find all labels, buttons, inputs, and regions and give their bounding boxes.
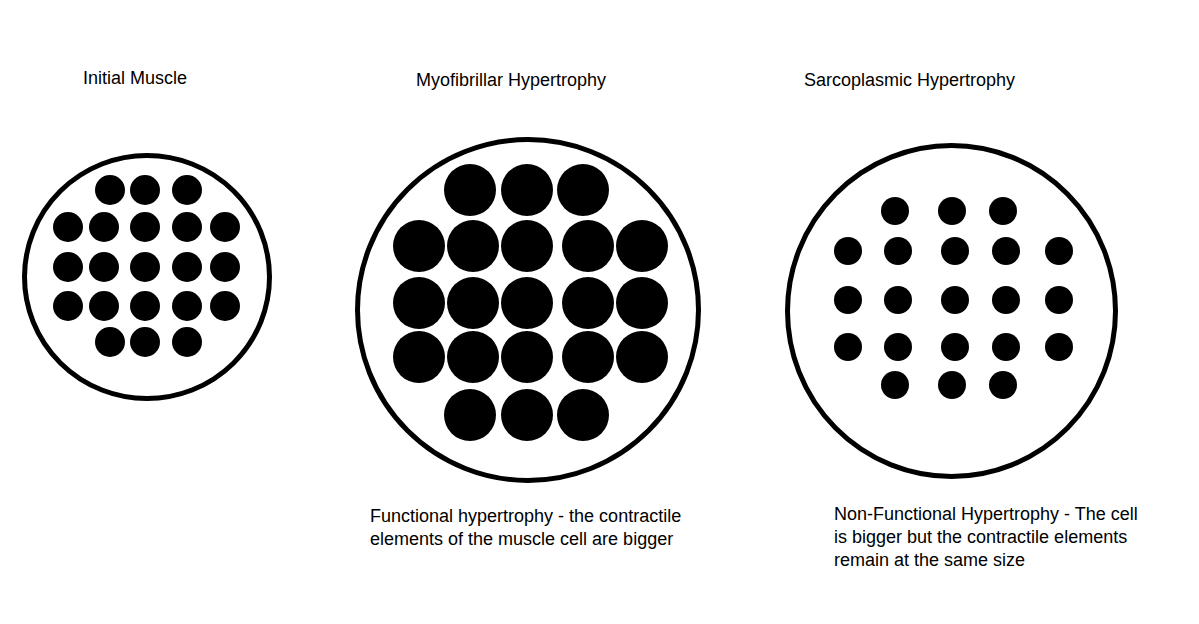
myofibril-dot: [95, 175, 125, 205]
muscle-cell: Sarcoplasmic HypertrophyNon-Functional H…: [785, 143, 1118, 479]
myofibril-dot: [172, 291, 202, 321]
myofibril-dot: [941, 286, 969, 314]
myofibril-dot: [1045, 333, 1073, 361]
myofibril-dot: [444, 164, 496, 216]
myofibril-dot: [992, 286, 1020, 314]
myofibril-dot: [834, 286, 862, 314]
myofibril-dot: [562, 331, 614, 383]
myofibril-dot: [557, 389, 609, 441]
myofibril-dot: [992, 237, 1020, 265]
myofibril-dot: [557, 164, 609, 216]
myofibril-dot: [501, 277, 553, 329]
myofibril-dot: [447, 331, 499, 383]
cell-outline: [785, 143, 1118, 479]
myofibril-dot: [210, 252, 240, 282]
myofibril-dot: [1045, 286, 1073, 314]
myofibril-dot: [447, 220, 499, 272]
myofibril-dot: [53, 291, 83, 321]
cell-title: Initial Muscle: [83, 67, 187, 90]
cell-outline: [22, 153, 272, 401]
cell-outline: [355, 137, 701, 483]
myofibril-dot: [53, 252, 83, 282]
myofibril-dot: [95, 327, 125, 357]
muscle-cell: Initial Muscle: [22, 153, 272, 401]
myofibril-dot: [210, 212, 240, 242]
myofibril-dot: [989, 371, 1017, 399]
myofibril-dot: [130, 212, 160, 242]
myofibril-dot: [992, 333, 1020, 361]
myofibril-dot: [562, 220, 614, 272]
myofibril-dot: [834, 237, 862, 265]
myofibril-dot: [130, 175, 160, 205]
myofibril-dot: [130, 291, 160, 321]
myofibril-dot: [501, 331, 553, 383]
myofibril-dot: [881, 371, 909, 399]
cell-title: Sarcoplasmic Hypertrophy: [804, 69, 1015, 92]
myofibril-dot: [562, 277, 614, 329]
myofibril-dot: [501, 389, 553, 441]
cell-membrane: [25, 156, 270, 399]
myofibril-dot: [616, 220, 668, 272]
myofibril-dot: [884, 286, 912, 314]
myofibril-dot: [89, 252, 119, 282]
myofibril-dot: [53, 212, 83, 242]
myofibril-dot: [393, 331, 445, 383]
myofibril-dot: [938, 197, 966, 225]
myofibril-dot: [130, 252, 160, 282]
myofibril-dot: [941, 333, 969, 361]
myofibril-dot: [444, 389, 496, 441]
myofibril-dot: [89, 291, 119, 321]
cell-caption: Non-Functional Hypertrophy - The cell is…: [834, 503, 1154, 572]
muscle-cell: Myofibrillar HypertrophyFunctional hyper…: [355, 137, 701, 483]
myofibril-dot: [616, 277, 668, 329]
myofibril-dot: [501, 220, 553, 272]
myofibril-dot: [172, 327, 202, 357]
myofibril-dot: [210, 291, 240, 321]
myofibril-dot: [989, 197, 1017, 225]
myofibril-dot: [130, 327, 160, 357]
myofibril-dot: [393, 220, 445, 272]
myofibril-dot: [881, 197, 909, 225]
myofibril-dot: [501, 164, 553, 216]
cell-membrane: [358, 140, 699, 481]
myofibril-dot: [393, 277, 445, 329]
cell-caption: Functional hypertrophy - the contractile…: [370, 505, 742, 551]
cell-membrane: [788, 146, 1116, 477]
myofibril-dot: [1045, 237, 1073, 265]
myofibril-dot: [884, 237, 912, 265]
myofibril-dot: [941, 237, 969, 265]
myofibril-dot: [172, 212, 202, 242]
myofibril-dot: [172, 252, 202, 282]
myofibril-dot: [884, 333, 912, 361]
myofibril-dot: [938, 371, 966, 399]
cell-title: Myofibrillar Hypertrophy: [416, 69, 606, 92]
myofibril-dot: [616, 331, 668, 383]
myofibril-dot: [172, 175, 202, 205]
myofibril-dot: [447, 277, 499, 329]
myofibril-dot: [89, 212, 119, 242]
myofibril-dot: [834, 333, 862, 361]
